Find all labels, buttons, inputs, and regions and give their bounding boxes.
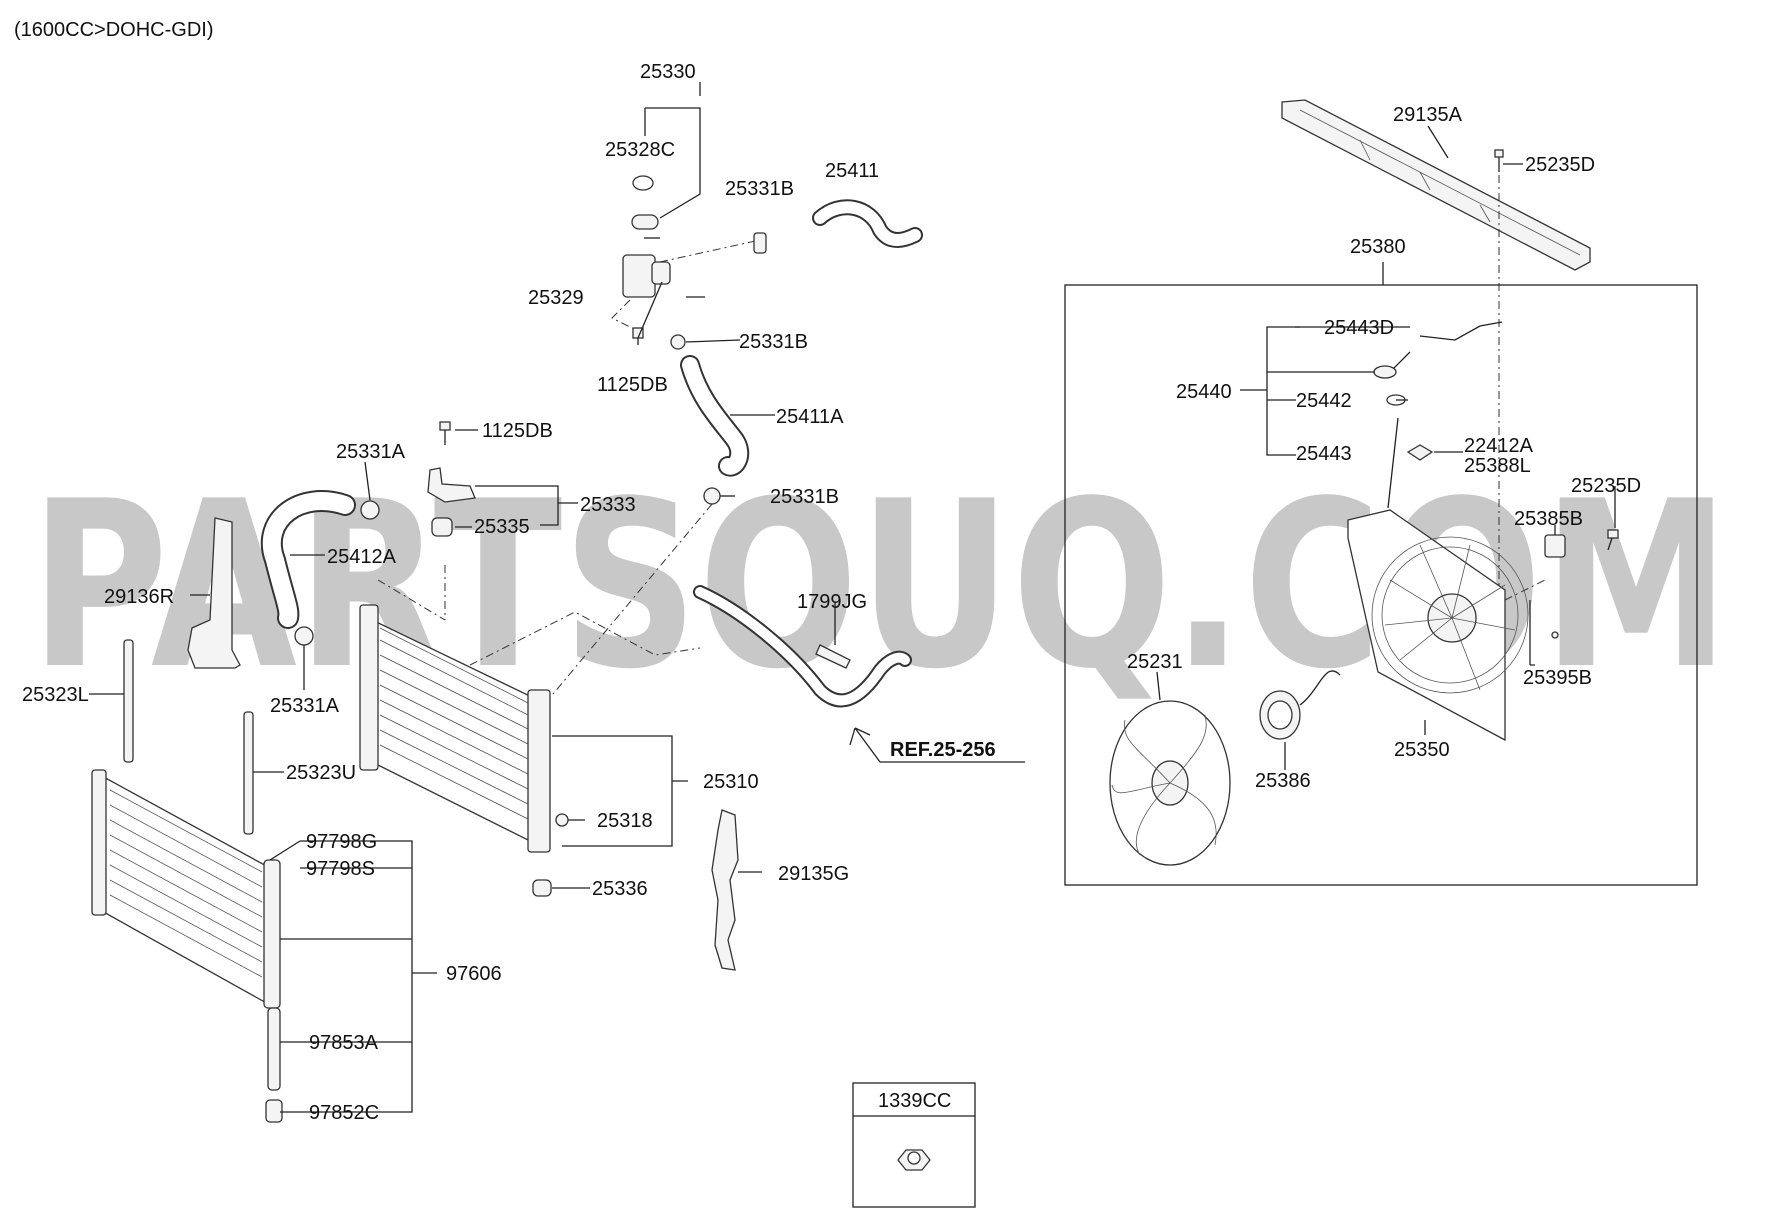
fan-assembly-box-25380 [1064,284,1698,886]
label-22412a[interactable]: 22412A [1464,435,1534,457]
seal-25323u-part[interactable] [243,711,254,835]
wire-25443d-part[interactable] [1419,321,1503,341]
seal-25323l-part[interactable] [123,639,134,763]
cover-29135a-part[interactable] [1281,99,1591,271]
wire-25443-part[interactable] [1387,417,1399,509]
label-25231[interactable]: 25231 [1127,651,1183,673]
clamp-25331b-top-part[interactable] [753,232,767,254]
label-25318[interactable]: 25318 [597,810,653,832]
label-25331a-top[interactable]: 25331A [336,441,406,463]
label-22412a-part[interactable] [1406,444,1434,461]
label-25442[interactable]: 25442 [1296,390,1352,412]
label-1799jg[interactable]: 1799JG [797,591,867,613]
label-25310[interactable]: 25310 [703,771,759,793]
label-25443[interactable]: 25443 [1296,443,1352,465]
label-25333[interactable]: 25333 [580,494,636,516]
label-29135g[interactable]: 29135G [778,863,849,885]
clip-1799jg-part[interactable] [815,644,851,669]
label-25411[interactable]: 25411 [825,160,879,182]
radiator-25310-part[interactable] [359,604,551,853]
label-25328c[interactable]: 25328C [605,139,675,161]
resistor-25385b-part[interactable] [1544,534,1566,558]
fan-25231-part[interactable] [1109,700,1231,866]
shroud-25350-part[interactable] [1347,509,1529,742]
bolt-25235d-top-part[interactable] [1494,149,1504,172]
label-25388l[interactable]: 25388L [1464,455,1531,477]
radiator-dash-lines [377,565,701,666]
label-25440[interactable]: 25440 [1176,381,1232,403]
receiver-dryer-97853a-part[interactable] [267,1007,281,1091]
label-25336[interactable]: 25336 [592,878,648,900]
label-25386[interactable]: 25386 [1255,770,1311,792]
ref-25-256-link[interactable]: REF.25-256 [890,739,996,761]
mount-25336-part[interactable] [532,879,552,897]
label-25329[interactable]: 25329 [528,287,584,309]
label-97798g[interactable]: 97798G [306,831,377,853]
motor-25386-part[interactable] [1259,670,1341,740]
label-25395b[interactable]: 25395B [1523,667,1592,689]
clamp-25331a-top-part[interactable] [360,500,380,520]
leader-lines-right [1156,125,1616,770]
label-97853a[interactable]: 97853A [309,1032,379,1054]
label-25411a[interactable]: 25411A [776,406,844,428]
leader-lines-left [89,237,836,1113]
label-1125db-top[interactable]: 1125DB [597,374,668,396]
label-25335[interactable]: 25335 [474,516,530,538]
label-25331b-low[interactable]: 25331B [770,486,839,508]
label-25235d-mid[interactable]: 25235D [1571,475,1641,497]
label-1125db[interactable]: 1125DB [482,420,553,442]
label-29135a[interactable]: 29135A [1393,104,1463,126]
legend-box-1339cc[interactable] [852,1082,976,1208]
drain-plug-25318-part[interactable] [555,813,569,827]
air-guard-29135g-part[interactable] [711,809,739,971]
cap-25443d-part[interactable] [1373,365,1397,379]
bracket-25333-part[interactable] [427,467,476,503]
label-29136r[interactable]: 29136R [104,586,174,608]
label-97852c[interactable]: 97852C [309,1102,379,1124]
bracket-lines-25330 [611,82,761,333]
label-97606[interactable]: 97606 [446,963,502,985]
legend-1339cc-label: 1339CC [878,1090,951,1112]
variant-header: (1600CC>DOHC-GDI) [14,19,213,41]
air-guard-29136r-part[interactable] [187,517,241,669]
label-25331b-top[interactable]: 25331B [725,178,794,200]
filler-neck-part[interactable] [622,175,671,298]
clamp-25331b-mid-part[interactable] [670,334,686,350]
label-25380[interactable]: 25380 [1350,236,1406,258]
label-25331a-low[interactable]: 25331A [270,695,340,717]
label-25330[interactable]: 25330 [640,61,696,83]
bolt-1125db-part[interactable] [439,421,451,445]
label-25331b-mid[interactable]: 25331B [739,331,808,353]
bolt-25235d-mid-part[interactable] [1607,529,1619,551]
label-97798s[interactable]: 97798S [306,858,375,880]
plug-97852c-part[interactable] [265,1099,283,1123]
bolt-25395b-part[interactable] [1551,631,1559,639]
ref-arrow [849,727,1025,763]
label-25323l[interactable]: 25323L [22,684,89,706]
clamp-25331a-low-part[interactable] [294,626,314,646]
label-25385b[interactable]: 25385B [1514,508,1583,530]
label-25323u[interactable]: 25323U [286,762,356,784]
condenser-97606-part[interactable] [91,769,281,1009]
label-25443d[interactable]: 25443D [1324,317,1394,339]
clamp-25331b-lower-part[interactable] [703,487,721,505]
label-25350[interactable]: 25350 [1394,739,1450,761]
label-25235d-top[interactable]: 25235D [1525,154,1595,176]
label-25412a[interactable]: 25412A [327,546,397,568]
mount-25335-part[interactable] [431,517,453,537]
